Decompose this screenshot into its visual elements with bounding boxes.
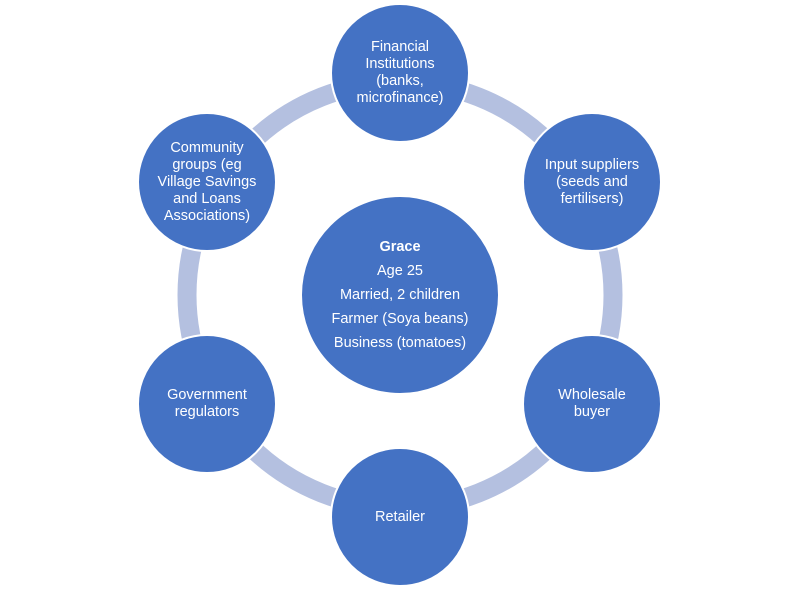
node-text-line: Government: [167, 387, 247, 403]
node-text-line: and Loans: [173, 190, 241, 207]
node-text-line: regulators: [174, 404, 240, 420]
node-financial-institutions: Financial Institutions (banks, microfina…: [330, 3, 470, 143]
node-text-line: Associations): [163, 207, 251, 224]
center-name: Grace: [379, 239, 421, 255]
node-community-groups: Community groups (eg Village Savings and…: [137, 112, 277, 252]
node-text-line: groups (eg: [172, 156, 242, 173]
node-text-line: (banks,: [376, 73, 424, 89]
node-text-line: Retailer: [375, 508, 425, 525]
node-input-suppliers: Input suppliers (seeds and fertilisers): [522, 112, 662, 252]
node-text-line: fertilisers): [560, 190, 624, 207]
node-text-line: microfinance): [356, 90, 444, 106]
node-text-line: (seeds and: [556, 173, 628, 190]
center-detail-line: Age 25: [377, 263, 423, 279]
node-text-line: Community: [170, 139, 244, 156]
node-text-line: Wholesale: [558, 387, 626, 403]
node-government-regulators: Government regulators: [137, 334, 277, 474]
node-text-line: buyer: [573, 404, 611, 420]
node-text-line: Input suppliers: [544, 156, 640, 173]
node-retailer: Retailer: [330, 447, 470, 587]
node-center-grace: Grace Age 25 Married, 2 children Farmer …: [300, 195, 500, 395]
node-text-line: Financial: [370, 39, 430, 55]
center-detail-line: Farmer (Soya beans): [331, 311, 469, 327]
center-detail-line: Married, 2 children: [339, 287, 461, 303]
node-wholesale-buyer: Wholesale buyer: [522, 334, 662, 474]
node-text-line: Institutions: [365, 56, 435, 72]
node-text-line: Village Savings: [157, 173, 257, 190]
center-detail-line: Business (tomatoes): [333, 335, 467, 351]
